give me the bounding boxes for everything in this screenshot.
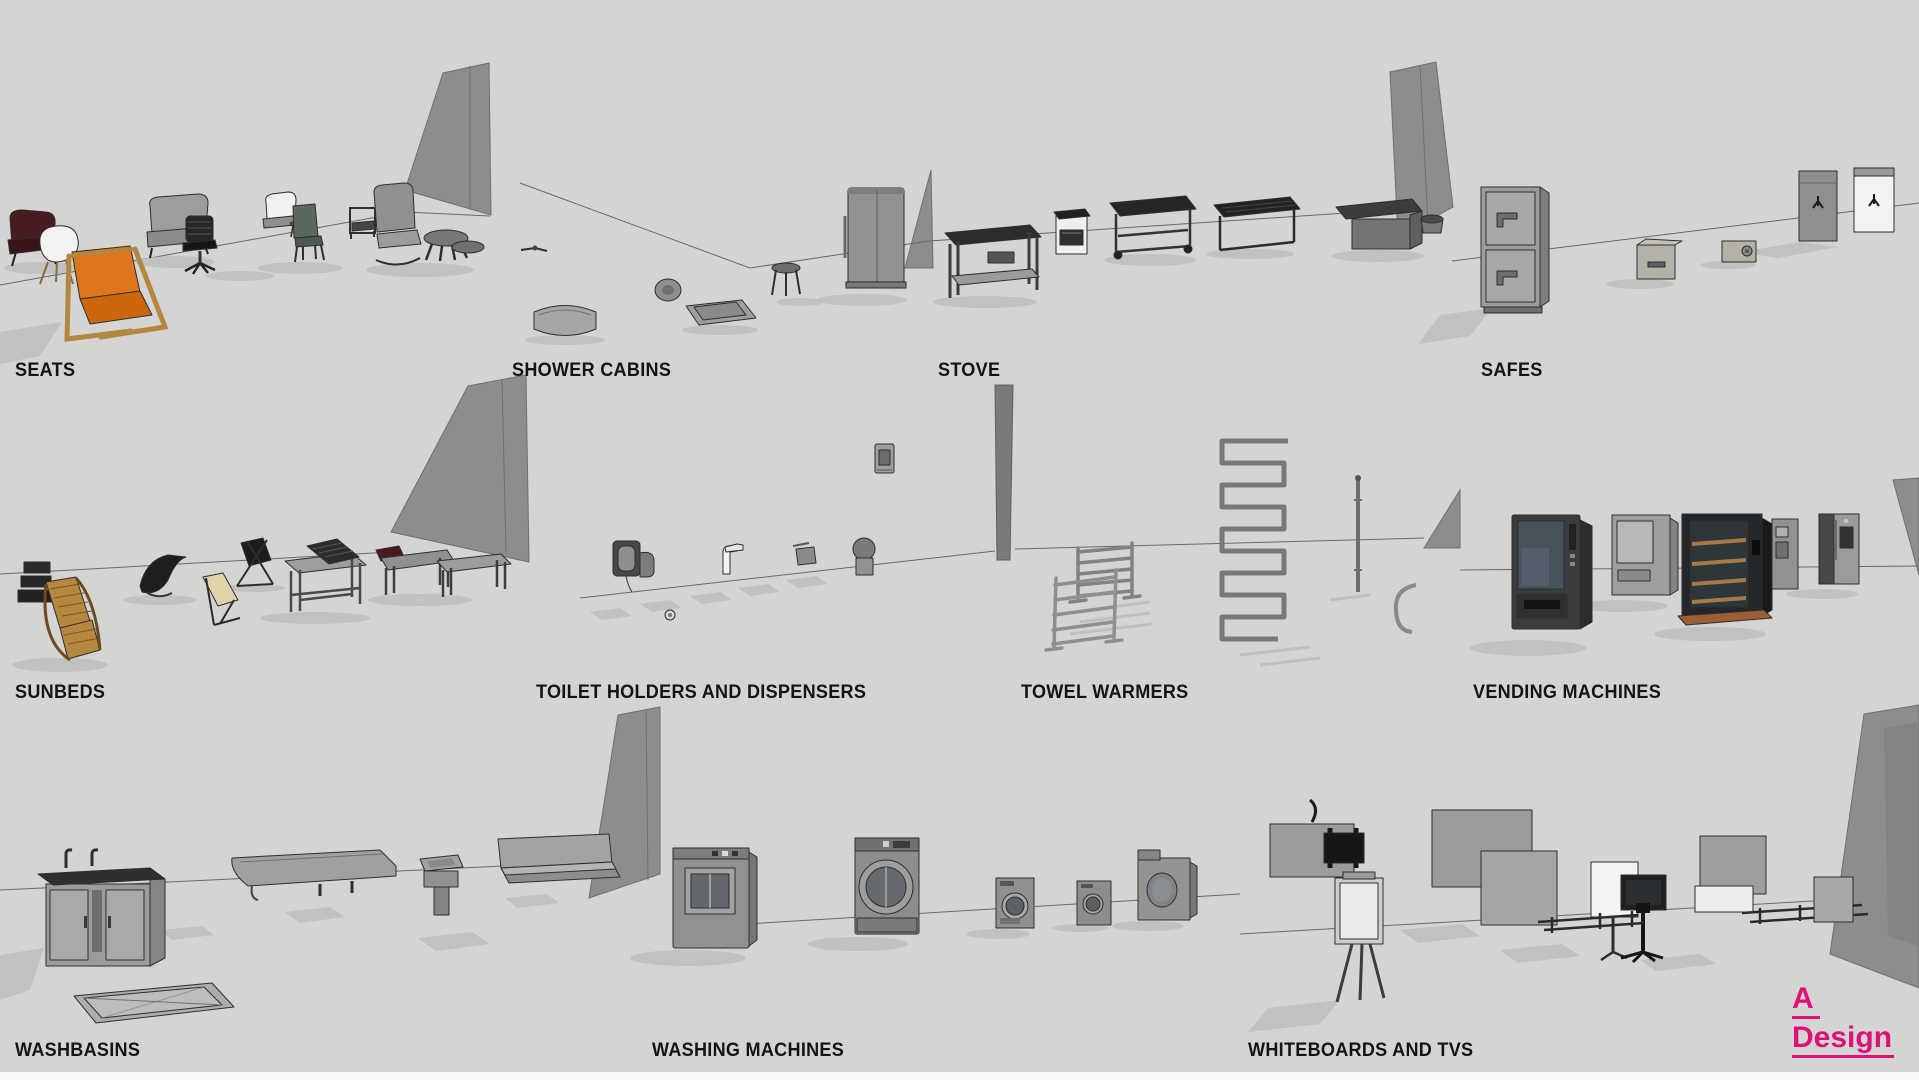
flat-bench-lounger (436, 553, 512, 597)
trough-basin-splashback (497, 833, 621, 884)
section-shower-cabins-objects (520, 187, 907, 345)
cooktop-table (1213, 196, 1301, 252)
section-label-sunbeds: SUNBEDS (15, 682, 106, 703)
shower-cabin (843, 187, 907, 289)
tilted-ladder-rack (1044, 568, 1124, 652)
waste-bin (1420, 214, 1444, 234)
white-panel (1694, 885, 1754, 913)
section-washing-machines-objects (630, 837, 1198, 966)
section-whiteboards-tvs-objects (1248, 798, 1869, 1032)
grill-stand (1109, 195, 1197, 260)
tumble-dryer (1137, 849, 1198, 921)
bottom-strip (0, 1072, 1919, 1080)
crank-handle (520, 245, 548, 252)
logo-line-a: A (1792, 983, 1820, 1019)
pedestal-fountain (419, 854, 464, 916)
section-label-vending-machines: VENDING MACHINES (1473, 682, 1662, 703)
hand-dryer (612, 540, 655, 593)
section-stove-objects (933, 195, 1444, 308)
square-shower-tray (685, 299, 757, 326)
wood-frame-chair (349, 207, 376, 239)
compact-washer-2 (1076, 880, 1112, 926)
stacked-loungers (17, 561, 53, 603)
compact-washer-1 (995, 877, 1035, 929)
section-seats-objects (0, 182, 485, 364)
corner-shower-tray (533, 305, 597, 336)
green-chair (292, 203, 325, 263)
wall-shapes (390, 61, 1919, 989)
tv-with-wall-bracket (1269, 798, 1365, 878)
vertical-rail (1354, 475, 1362, 592)
vanity-unit (37, 848, 166, 967)
section-safes-objects (1418, 167, 1895, 344)
deck-chair (202, 572, 241, 626)
prep-table (944, 224, 1042, 298)
industrial-washer (672, 847, 758, 949)
black-office-chair (182, 215, 218, 275)
shower-stool (771, 262, 801, 296)
glass-front-vending-machine (1511, 514, 1593, 630)
flipchart-easel (1334, 871, 1386, 1003)
section-vending-machines-objects (1470, 513, 1860, 656)
double-door-safe (1480, 186, 1550, 314)
showcase-cabinet (1677, 513, 1773, 626)
tall-safe (1798, 170, 1838, 242)
soap-dispenser (722, 543, 744, 575)
white-stove (1053, 208, 1091, 255)
cushioned-lounger (375, 545, 455, 595)
folding-deck-chair (236, 537, 274, 587)
section-label-seats: SEATS (15, 360, 76, 381)
black-chaise-lounge (139, 554, 187, 598)
orange-lounge-armchair (64, 245, 169, 342)
snack-vending-machine (1611, 514, 1679, 596)
section-label-washing-machines: WASHING MACHINES (652, 1040, 845, 1061)
section-label-toilet-holders: TOILET HOLDERS AND DISPENSERS (536, 682, 867, 703)
mesh-lounger (306, 538, 360, 565)
logo-line-design: Design (1792, 1022, 1895, 1059)
wooden-slat-lounger (43, 576, 102, 662)
section-towel-warmers-objects (1044, 438, 1417, 667)
section-label-shower-cabins: SHOWER CABINS (512, 360, 672, 381)
section-label-stove: STOVE (938, 360, 1001, 381)
floor-tv-mounts-1 (1537, 911, 1645, 933)
wall-dispenser (874, 443, 895, 474)
compact-vending-machine (1771, 518, 1799, 590)
section-label-safes: SAFES (1481, 360, 1543, 381)
floor-tv-mounts-2 (1741, 902, 1869, 924)
mini-safe (1721, 240, 1757, 263)
tv-on-floor-stand (1620, 874, 1667, 964)
front-load-dryer (854, 837, 920, 935)
logo: A Design (1792, 983, 1895, 1059)
section-label-towel-warmers: TOWEL WARMERS (1021, 682, 1189, 703)
section-sunbeds-objects (12, 537, 512, 672)
worktop-cabinet (1335, 198, 1423, 250)
section-label-washbasins: WASHBASINS (15, 1040, 141, 1061)
tall-white-safe (1853, 167, 1895, 233)
compact-safe (1636, 238, 1683, 280)
water-dispenser-fridge (1818, 513, 1860, 585)
section-toilet-holders-objects (590, 443, 895, 621)
section-washbasins-objects (0, 833, 621, 1024)
serpentine-towel-warmer (1219, 438, 1288, 642)
curved-rail (1393, 583, 1417, 634)
massage-table (284, 552, 367, 612)
wall-screen (1699, 835, 1767, 895)
spare-roll (664, 609, 676, 621)
round-drain (654, 278, 682, 302)
floor-tray (73, 982, 235, 1024)
wall-mounted-screen (1813, 876, 1854, 923)
white-lounge-set (262, 191, 311, 238)
paper-dispenser (792, 542, 817, 566)
mounted-board-small (1480, 850, 1558, 926)
column (994, 384, 1014, 561)
toilet-roll-holder (852, 537, 876, 576)
wall-trough-sink (231, 849, 397, 901)
section-label-whiteboards-tvs: WHITEBOARDS AND TVS (1248, 1040, 1474, 1061)
ladder-towel-rack (1068, 541, 1142, 604)
gray-recliner-ottoman (373, 182, 485, 266)
